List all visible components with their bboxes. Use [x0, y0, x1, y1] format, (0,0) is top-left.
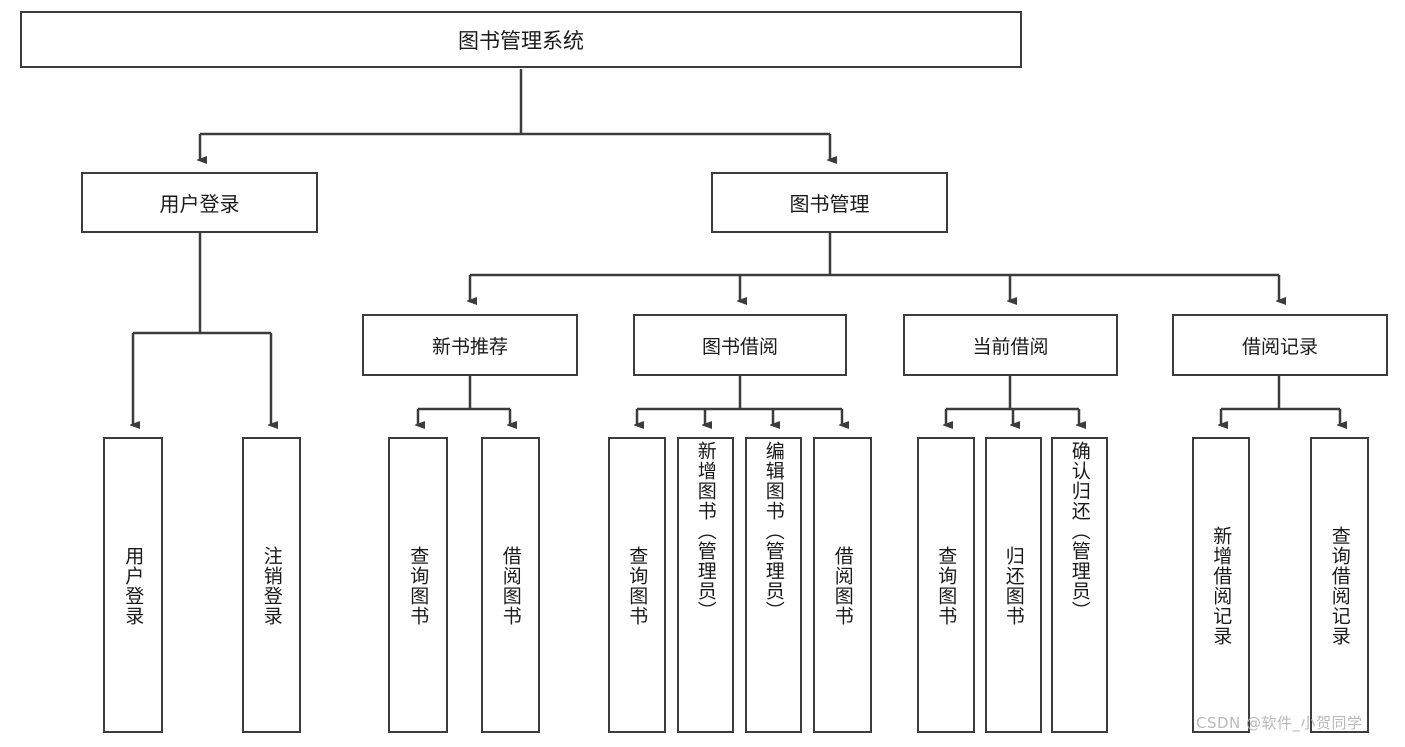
node-book-management[interactable]: 图书管理 [711, 172, 948, 233]
node-root[interactable]: 图书管理系统 [20, 11, 1022, 68]
leaf-query-book-borrowing-label: 查询图书 [626, 546, 649, 626]
node-current-borrowing-label: 当前借阅 [972, 335, 1049, 358]
node-current-borrowing[interactable]: 当前借阅 [903, 314, 1118, 376]
leaf-query-book-recommend-label: 查询图书 [407, 546, 430, 626]
leaf-add-book-admin[interactable]: 新增图书（管理员） [677, 437, 734, 733]
leaf-query-book-current-label: 查询图书 [935, 546, 958, 626]
leaf-add-book-admin-label: 新增图书（管理员） [694, 441, 717, 621]
node-user-login-label: 用户登录 [159, 192, 240, 216]
leaf-edit-book-admin[interactable]: 编辑图书（管理员） [745, 437, 802, 733]
leaf-return-book[interactable]: 归还图书 [985, 437, 1042, 733]
leaf-borrow-book-recommend-label: 借阅图书 [499, 546, 522, 626]
leaf-confirm-return-admin-label: 确认归还（管理员） [1068, 441, 1091, 621]
leaf-query-book-current[interactable]: 查询图书 [917, 437, 975, 733]
leaf-query-book-recommend[interactable]: 查询图书 [388, 437, 448, 733]
leaf-confirm-return-admin[interactable]: 确认归还（管理员） [1051, 437, 1108, 733]
leaf-logout-label: 注销登录 [260, 546, 283, 626]
node-book-management-label: 图书管理 [789, 192, 870, 216]
leaf-edit-book-admin-label: 编辑图书（管理员） [762, 441, 785, 621]
leaf-borrow-book-borrowing[interactable]: 借阅图书 [813, 437, 872, 733]
leaf-return-book-label: 归还图书 [1002, 546, 1025, 626]
leaf-query-book-borrowing[interactable]: 查询图书 [608, 437, 666, 733]
leaf-user-login[interactable]: 用户登录 [103, 437, 163, 733]
leaf-add-borrow-record-label: 新增借阅记录 [1210, 526, 1233, 646]
leaf-add-borrow-record[interactable]: 新增借阅记录 [1192, 437, 1250, 733]
node-borrow-records-label: 借阅记录 [1241, 335, 1318, 358]
node-book-borrowing-label: 图书借阅 [701, 335, 778, 358]
node-new-book-recommendation[interactable]: 新书推荐 [362, 314, 578, 376]
node-new-book-recommendation-label: 新书推荐 [431, 335, 508, 358]
watermark: CSDN @软件_小贺同学 [1196, 714, 1363, 732]
leaf-borrow-book-recommend[interactable]: 借阅图书 [481, 437, 540, 733]
node-book-borrowing[interactable]: 图书借阅 [633, 314, 847, 376]
leaf-query-borrow-record[interactable]: 查询借阅记录 [1310, 437, 1369, 733]
leaf-logout[interactable]: 注销登录 [242, 437, 301, 733]
leaf-user-login-label: 用户登录 [122, 546, 145, 626]
node-root-label: 图书管理系统 [458, 28, 584, 53]
leaf-query-borrow-record-label: 查询借阅记录 [1328, 526, 1351, 646]
node-user-login[interactable]: 用户登录 [81, 172, 318, 233]
node-borrow-records[interactable]: 借阅记录 [1172, 314, 1388, 376]
leaf-borrow-book-borrowing-label: 借阅图书 [831, 546, 854, 626]
